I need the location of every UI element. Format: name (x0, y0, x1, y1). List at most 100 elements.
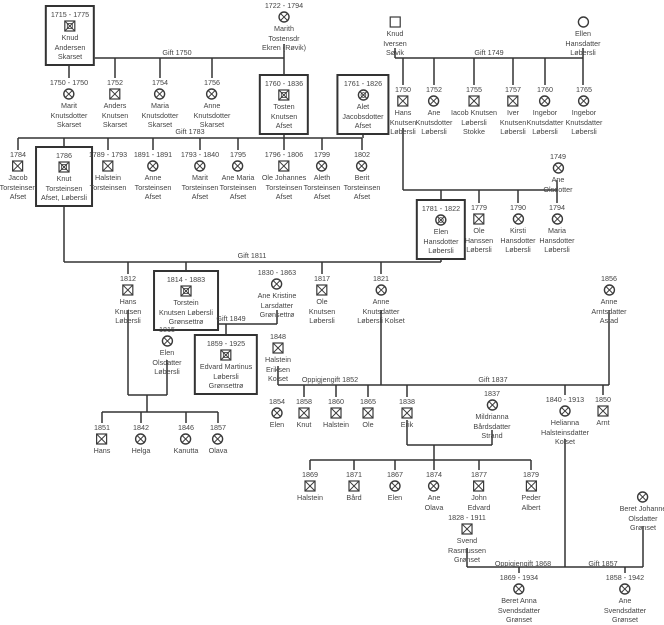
person-name-line: Torsteinsen (265, 182, 303, 192)
male-deceased-icon (397, 95, 409, 107)
person-dates: 1869 - 1934 (499, 573, 539, 582)
female-deceased-icon (551, 213, 563, 225)
male-deceased-icon (597, 405, 609, 417)
female-deceased-icon (375, 284, 387, 296)
person-name-line: Olsdotter (543, 184, 573, 194)
person-dates: 1874 (426, 470, 442, 479)
person-dates: 1856 (601, 274, 617, 283)
person-name-line: Ane (427, 108, 441, 117)
person-name-line: Afset (144, 192, 162, 202)
person-name-line: Knutsdotter (141, 110, 179, 120)
person-name-line: Ellen (575, 29, 591, 38)
union-label: Gift 1783 (175, 127, 205, 136)
female-deceased-icon (63, 88, 75, 100)
person-name-line: Knutsen (270, 111, 298, 121)
person-dates: 1821 (372, 274, 389, 283)
person-dates: 1760 (536, 85, 553, 94)
person-name-line: Alet (356, 102, 370, 111)
person-name-line: Ingebor (571, 108, 597, 117)
female-deceased-icon (539, 95, 551, 107)
female-deceased-icon (180, 433, 192, 445)
person-name-line: Knut (56, 174, 72, 183)
person-name-line: Marit (192, 173, 208, 182)
person-name-line: Løbersli (428, 246, 454, 256)
male-deceased-icon (96, 433, 108, 445)
person-name-line: Afset (275, 192, 293, 202)
person-name-line: Jacob (8, 173, 28, 182)
person-name-line: Knutsen (308, 306, 336, 316)
person-dates: 1752 (107, 78, 123, 87)
union-label: Oppigjengift 1852 (301, 375, 359, 384)
person-dates: 1799 (313, 150, 330, 159)
person-dates: 1848 (270, 332, 286, 341)
person-name-line: Marith (274, 24, 294, 33)
person-dates: 1795 (229, 150, 246, 159)
person-name-line: Løbersli (544, 245, 570, 255)
female-deceased-icon (513, 583, 525, 595)
person-name-line: Torsteinsen (89, 182, 127, 192)
person-name-line: Løbersli (421, 127, 447, 137)
